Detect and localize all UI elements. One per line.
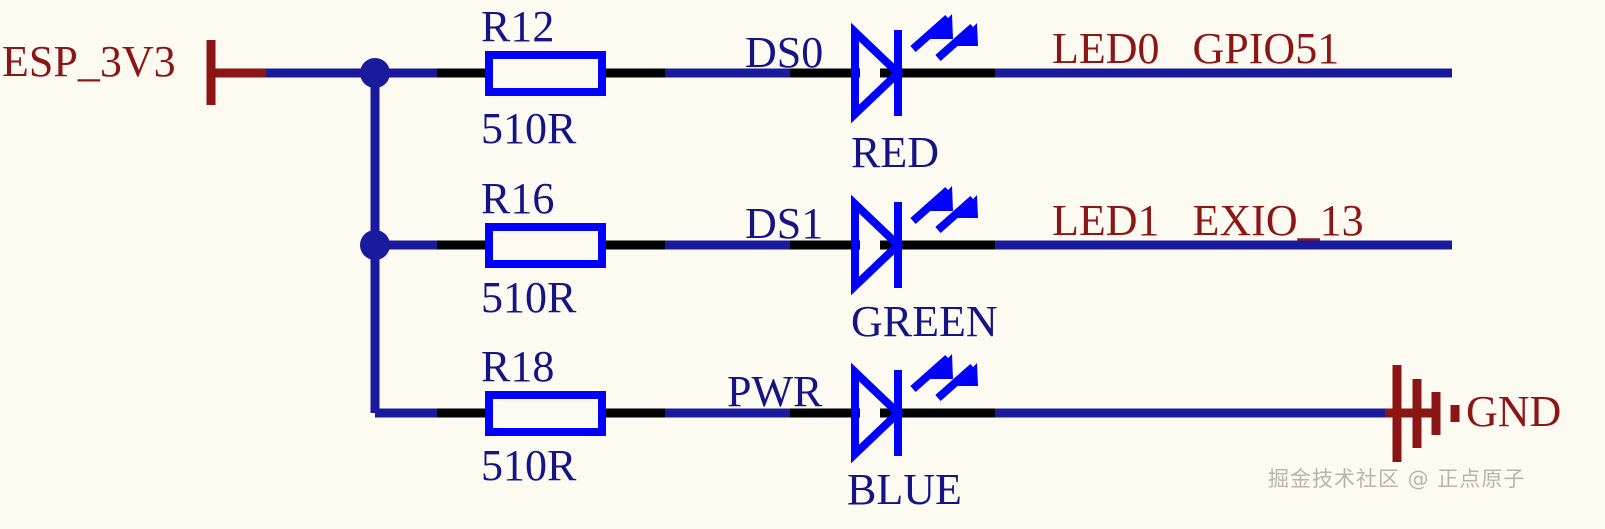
resistor-r12-symbol	[485, 51, 606, 96]
power-rail-net	[266, 68, 440, 418]
led-ds1-symbol	[851, 186, 978, 296]
net-label-led1[interactable]: LED1 EXIO_13	[1052, 196, 1364, 245]
led-pwr-symbol	[851, 354, 978, 464]
led-ds0-symbol	[851, 14, 978, 124]
power-port-symbol	[206, 40, 270, 105]
power-port-label[interactable]: ESP_3V3	[2, 37, 176, 86]
net-label-led0[interactable]: LED0 GPIO51	[1052, 24, 1340, 73]
led-color-label-red[interactable]: RED	[851, 128, 939, 177]
led-ref-pwr[interactable]: PWR	[727, 367, 823, 416]
resistor-value-r18[interactable]: 510R	[481, 441, 577, 490]
resistor-r18-symbol	[485, 391, 606, 436]
resistor-ref-r18[interactable]: R18	[481, 342, 555, 391]
ground-port-label[interactable]: GND	[1466, 387, 1562, 436]
led-ref-ds0[interactable]: DS0	[745, 28, 824, 77]
ground-port-symbol	[1385, 365, 1460, 462]
led-color-label-blue[interactable]: BLUE	[847, 465, 962, 514]
resistor-r16-symbol	[485, 223, 606, 268]
led-ref-ds1[interactable]: DS1	[745, 199, 824, 248]
resistor-ref-r12[interactable]: R12	[481, 2, 555, 51]
junction-dot-row1	[360, 58, 390, 88]
resistor-ref-r16[interactable]: R16	[481, 174, 555, 223]
resistor-value-r12[interactable]: 510R	[481, 104, 577, 153]
resistor-value-r16[interactable]: 510R	[481, 273, 577, 322]
watermark-text: 掘金技术社区 @ 正点原子	[1268, 467, 1526, 491]
junction-dots	[360, 58, 390, 260]
led-color-label-green[interactable]: GREEN	[851, 297, 998, 346]
junction-dot-row2	[360, 230, 390, 260]
